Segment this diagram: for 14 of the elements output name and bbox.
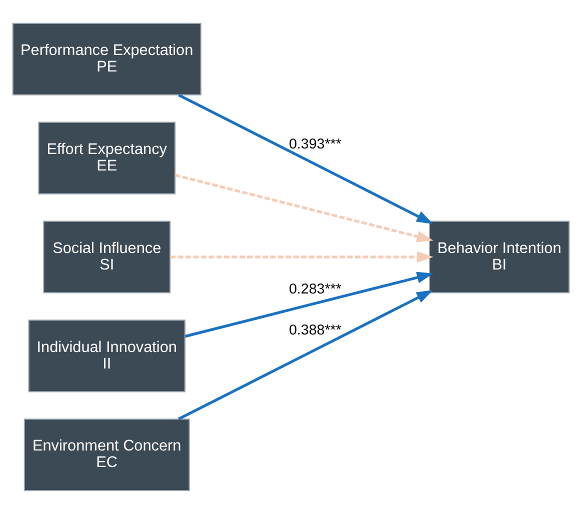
node-box: Social Influence SI (43, 220, 171, 293)
edge-label: 0.388*** (288, 322, 342, 338)
node-box: Individual Innovation II (28, 319, 186, 392)
arrow (178, 290, 434, 420)
arrow (174, 173, 434, 242)
edge-label: 0.393*** (288, 136, 342, 152)
arrow (178, 93, 434, 224)
edge-label: 0.283*** (288, 281, 342, 298)
node-box: Effort Expectancy EE (38, 121, 176, 194)
node-box: Environment Concern EC (24, 418, 190, 491)
node-box: Behavior Intention BI (428, 220, 570, 293)
arrow (184, 271, 434, 338)
arrow (170, 250, 434, 262)
node-box: Performance Expectation PE (12, 22, 202, 95)
